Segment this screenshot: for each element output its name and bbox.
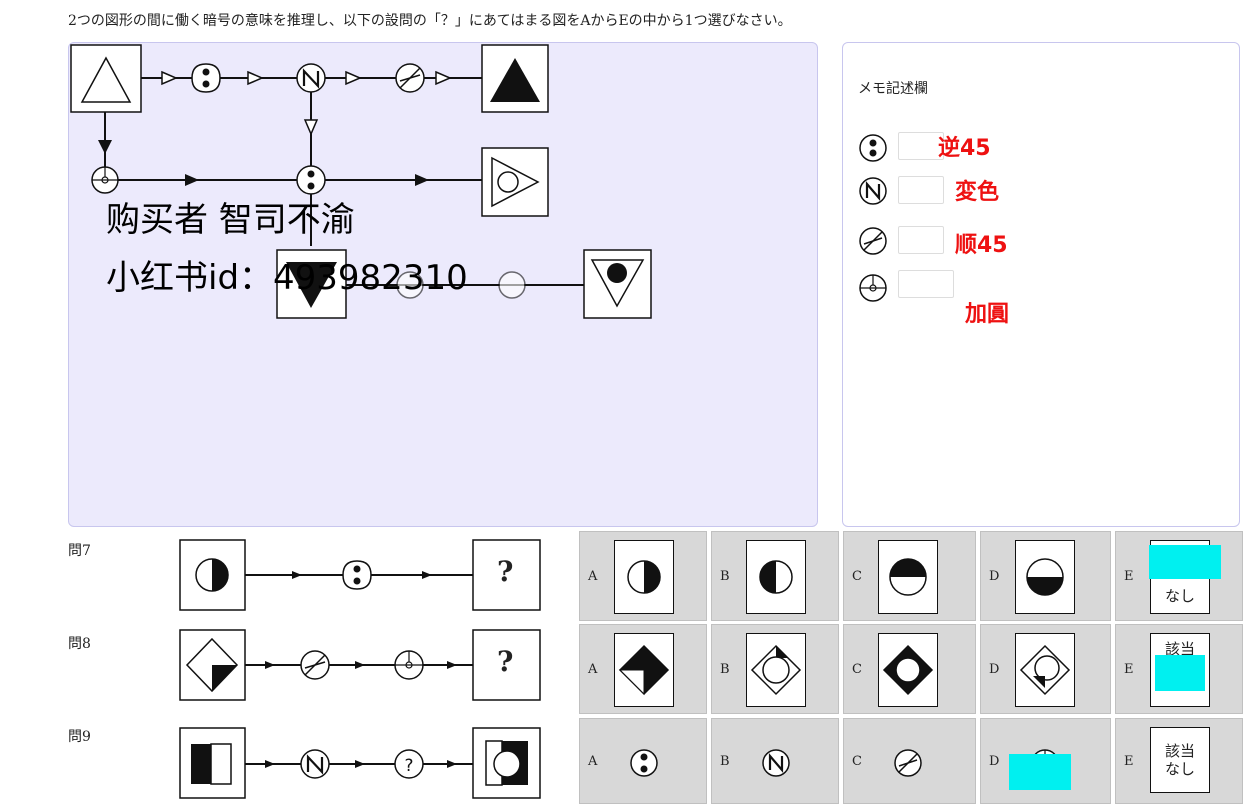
memo-input-4[interactable] (898, 270, 954, 298)
redaction-box (1155, 655, 1205, 691)
memo-input-1[interactable] (898, 132, 944, 160)
question-9-sequence: ? (179, 727, 541, 799)
q7-choice-d[interactable]: D (980, 531, 1111, 621)
choice-letter: E (1124, 568, 1134, 584)
cipher-dots-icon (630, 749, 658, 777)
choice-icon (614, 733, 674, 793)
choice-letter: C (852, 753, 862, 769)
q8-choice-a[interactable]: A (579, 624, 707, 714)
result-triangle-down-with-circle (583, 249, 652, 319)
cipher-dots-icon (191, 63, 221, 93)
memo-title: メモ記述欄 (858, 81, 928, 97)
choice-letter: D (989, 661, 1000, 677)
q9-choice-a[interactable]: A (579, 718, 707, 804)
cipher-n-icon (296, 63, 326, 93)
redaction-box (1149, 545, 1221, 579)
half-circle-top-filled-icon (889, 558, 927, 596)
choice-icon (746, 733, 806, 793)
result-triangle-down-filled (276, 249, 347, 319)
cipher-slash-icon (894, 749, 922, 777)
question-7-unknown: ? (497, 555, 514, 588)
q9-choice-b[interactable]: B (711, 718, 839, 804)
memo-input-3[interactable] (898, 226, 944, 254)
choice-card: 該当 なし (1150, 727, 1210, 793)
q7-choice-a[interactable]: A (579, 531, 707, 621)
start-triangle-outline (70, 44, 142, 113)
choice-e-text: なし (1164, 587, 1195, 605)
choice-letter: E (1124, 753, 1134, 769)
q9-choice-c[interactable]: C (843, 718, 976, 804)
result-triangle-filled (481, 44, 549, 113)
choice-icon (878, 733, 938, 793)
q8-choice-c[interactable]: C (843, 624, 976, 714)
choice-letter: A (588, 753, 598, 769)
memo-input-2[interactable] (898, 176, 944, 204)
choice-letter: B (720, 568, 730, 584)
q9-choice-e[interactable]: E 該当 なし (1115, 718, 1243, 804)
choice-letter: B (720, 753, 730, 769)
result-triangle-with-circle (481, 147, 549, 217)
memo-note-4: 加圓 (965, 302, 1010, 327)
choice-letter: A (588, 568, 598, 584)
cipher-dots-icon (296, 165, 326, 195)
choice-letter: B (720, 661, 730, 677)
choice-letter: E (1124, 661, 1134, 677)
choice-card (746, 540, 806, 614)
cipher-n-icon (762, 749, 790, 777)
svg-text:?: ? (404, 756, 413, 776)
memo-cipher-n-icon (859, 177, 887, 205)
cipher-slash-icon (395, 63, 425, 93)
choice-e-text: 該当 なし (1164, 742, 1195, 778)
choice-card (614, 540, 674, 614)
question-7-label: 問7 (68, 543, 91, 559)
diamond-mostly-filled-icon (618, 644, 670, 696)
q8-choice-d[interactable]: D (980, 624, 1111, 714)
question-9-label: 問9 (68, 729, 91, 745)
memo-cipher-slash-icon (859, 227, 887, 255)
question-8-unknown: ? (497, 645, 514, 678)
q8-choice-b[interactable]: B (711, 624, 839, 714)
half-circle-right-filled-icon (627, 560, 661, 594)
choice-letter: D (989, 753, 1000, 769)
question-7-sequence (179, 539, 541, 611)
memo-note-2: 変色 (955, 180, 1000, 205)
choice-letter: C (852, 661, 862, 677)
choice-card (878, 633, 938, 707)
redaction-box (1009, 754, 1071, 790)
instruction-text: 2つの図形の間に働く暗号の意味を推理し、以下の設問の「？」にあてはまる図をAから… (68, 13, 792, 29)
diamond-filled-with-circle-icon (882, 644, 934, 696)
choice-letter: C (852, 568, 862, 584)
question-8-sequence (179, 629, 541, 701)
q7-choice-c[interactable]: C (843, 531, 976, 621)
diamond-with-circle-icon (750, 644, 802, 696)
question-8-label: 問8 (68, 636, 91, 652)
choice-card (1015, 633, 1075, 707)
choice-e-text: 該当 (1164, 640, 1195, 658)
q7-choice-b[interactable]: B (711, 531, 839, 621)
memo-note-1: 逆45 (938, 136, 991, 161)
choice-letter: D (989, 568, 1000, 584)
choice-card (746, 633, 806, 707)
choice-card (614, 633, 674, 707)
memo-cipher-plus-icon (859, 274, 887, 302)
choice-letter: A (588, 661, 598, 677)
choice-card (878, 540, 938, 614)
half-circle-bottom-filled-icon (1026, 558, 1064, 596)
cipher-plus-icon (91, 166, 119, 194)
diamond-with-circle-quarter-icon (1019, 644, 1071, 696)
choice-card (1015, 540, 1075, 614)
half-circle-left-filled-icon (759, 560, 793, 594)
memo-note-3: 顺45 (955, 233, 1008, 258)
example-diagram (70, 44, 652, 319)
memo-cipher-dots-icon (859, 134, 887, 162)
